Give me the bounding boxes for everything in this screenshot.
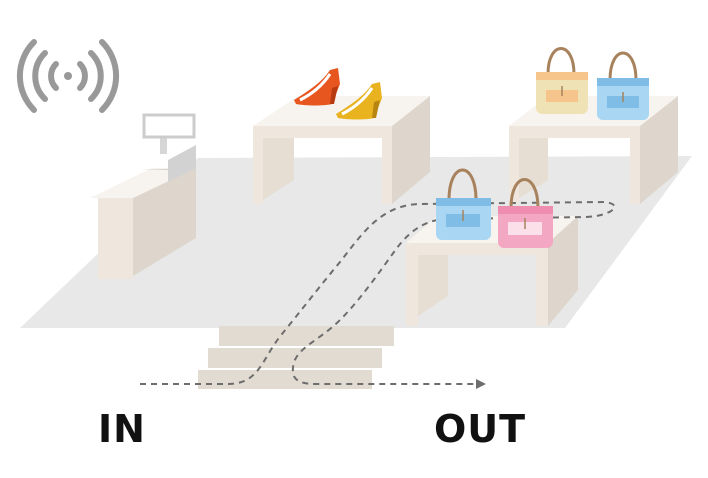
exit-label: OUT <box>434 407 527 451</box>
high-heel-shoe-icon <box>336 82 382 120</box>
entrance-label: IN <box>98 407 146 451</box>
handbag-icon <box>536 47 588 114</box>
wireless-signal-icon <box>16 39 120 113</box>
high-heel-shoe-icon <box>294 68 340 106</box>
cash-register-icon <box>140 113 196 182</box>
handbag-icon <box>498 178 553 248</box>
handbag-icon <box>597 51 649 120</box>
cash-counter <box>90 113 196 279</box>
handbag-icon <box>436 168 491 240</box>
shopper-path <box>140 200 616 389</box>
